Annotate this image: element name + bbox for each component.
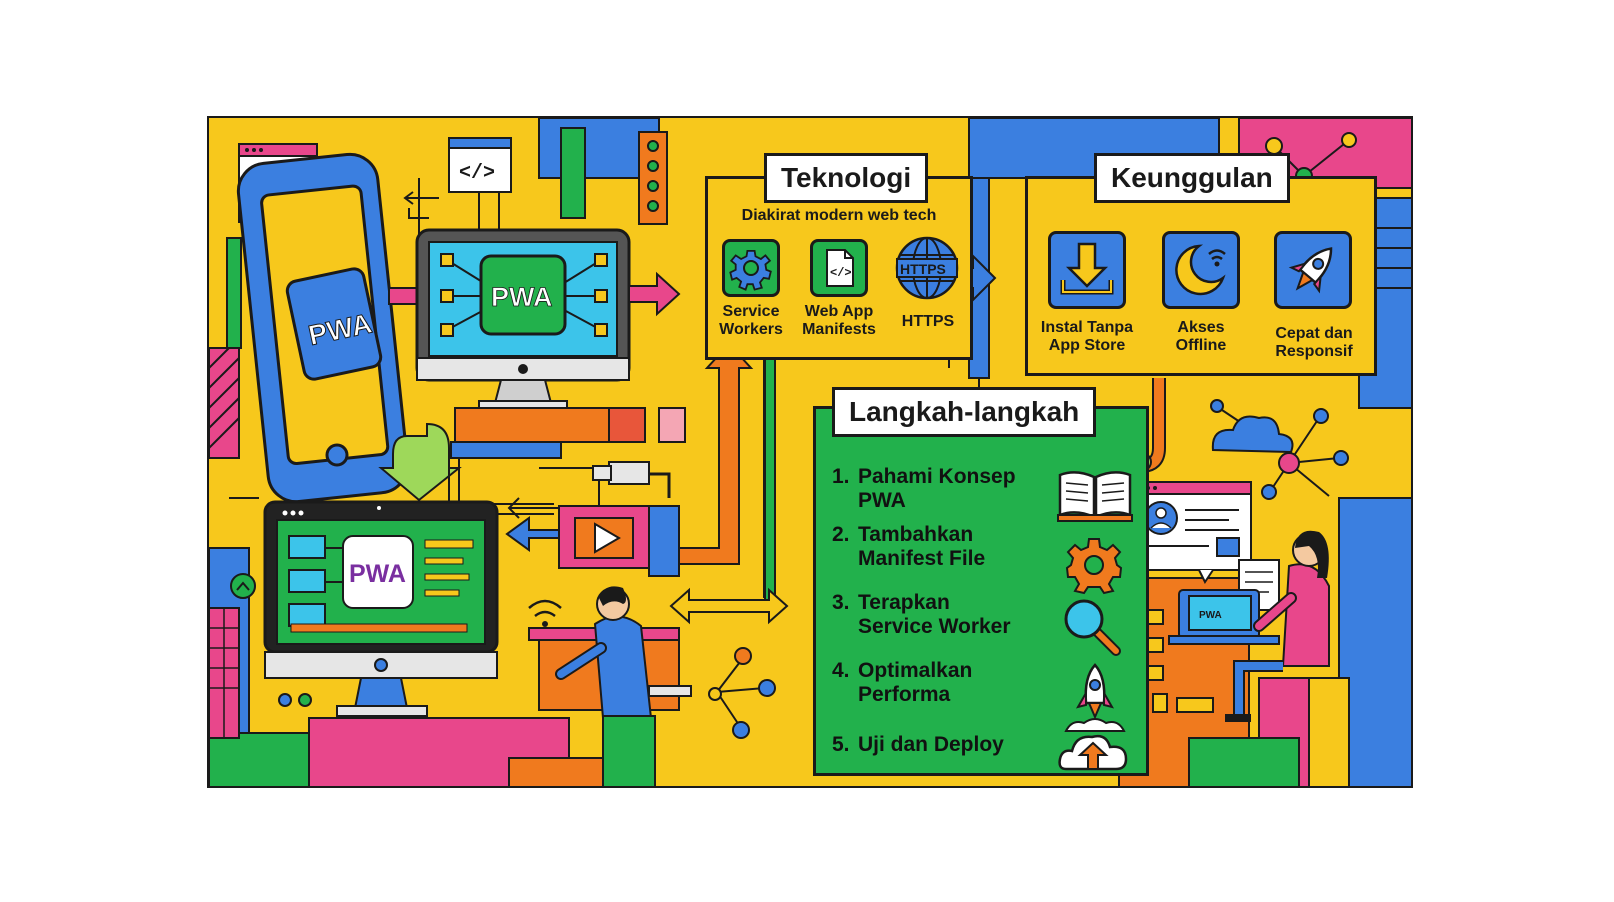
step-4-line2: Performa (858, 682, 951, 706)
background-illustration: </> </> PWA PWA (209, 118, 1411, 786)
step-5: 5. Uji dan Deploy (832, 733, 1004, 757)
service-workers-icon (722, 239, 780, 297)
step-2-line1: Tambahkan (858, 523, 974, 546)
book-icon (1056, 467, 1134, 523)
instal-label: Instal Tanpa App Store (1032, 319, 1142, 356)
https-label: HTTPS (901, 313, 955, 330)
service-workers-label: Service Workers (712, 303, 790, 340)
cepat-line1: Cepat dan (1275, 325, 1353, 342)
download-icon (1048, 231, 1126, 309)
web-app-manifests-label: Web App Manifests (798, 303, 880, 340)
magnifier-icon (1060, 595, 1124, 659)
step-1-line1: Pahami Konsep (858, 465, 1016, 488)
teknologi-title: Teknologi (764, 153, 929, 203)
cepat-line2: Responsif (1275, 343, 1353, 361)
cepat-label: Cepat dan Responsif (1258, 325, 1370, 362)
step-1-line2: PWA (858, 488, 906, 512)
pwa-infographic: </> </> PWA PWA (207, 116, 1413, 788)
service-workers-line2: Workers (719, 321, 783, 339)
akses-line1: Akses (1177, 319, 1225, 336)
step-2-line2: Manifest File (858, 546, 986, 570)
web-app-manifests-line1: Web App (804, 303, 874, 320)
manifest-code-tag: </> (830, 266, 852, 280)
step-5-line1: Uji dan Deploy (858, 733, 1004, 756)
step-5-num: 5. (832, 733, 850, 756)
step-4-line1: Optimalkan (858, 659, 973, 682)
rocket-icon (1274, 231, 1352, 309)
akses-offline-label: Akses Offline (1152, 319, 1250, 356)
code-file-icon: </> (810, 239, 868, 297)
step-1-num: 1. (832, 465, 850, 488)
cloud-upload-icon (1056, 725, 1132, 775)
web-app-manifests-line2: Manifests (802, 321, 876, 339)
teknologi-subtitle: Diakirat modern web tech (741, 207, 937, 224)
instal-line1: Instal Tanpa (1040, 319, 1134, 336)
akses-line2: Offline (1175, 337, 1227, 355)
https-badge-text: HTTPS (900, 261, 946, 277)
step-3-line2: Service Worker (858, 614, 1011, 638)
globe-https-icon: HTTPS (894, 235, 960, 301)
service-workers-line1: Service (722, 303, 780, 320)
step-4-num: 4. (832, 659, 850, 682)
step-3-line1: Terapkan (858, 591, 950, 614)
langkah-title: Langkah-langkah (832, 387, 1097, 437)
step-2-num: 2. (832, 523, 850, 546)
instal-line2: App Store (1048, 337, 1126, 355)
code-tag-text-2: </> (459, 162, 495, 185)
monitor-pwa-logo: PWA (491, 282, 553, 312)
desktop-pwa-logo: PWA (349, 560, 406, 588)
keunggulan-panel: Keunggulan Instal Tanpa App Store Akses … (1025, 153, 1377, 376)
moon-wifi-icon (1162, 231, 1240, 309)
teknologi-panel: Teknologi Diakirat modern web tech Servi… (705, 153, 973, 360)
laptop-pwa-logo: PWA (1199, 610, 1222, 621)
step-3-num: 3. (832, 591, 850, 614)
keunggulan-title: Keunggulan (1094, 153, 1290, 203)
step-rocket-icon (1062, 661, 1128, 735)
step-gear-icon (1064, 535, 1124, 595)
